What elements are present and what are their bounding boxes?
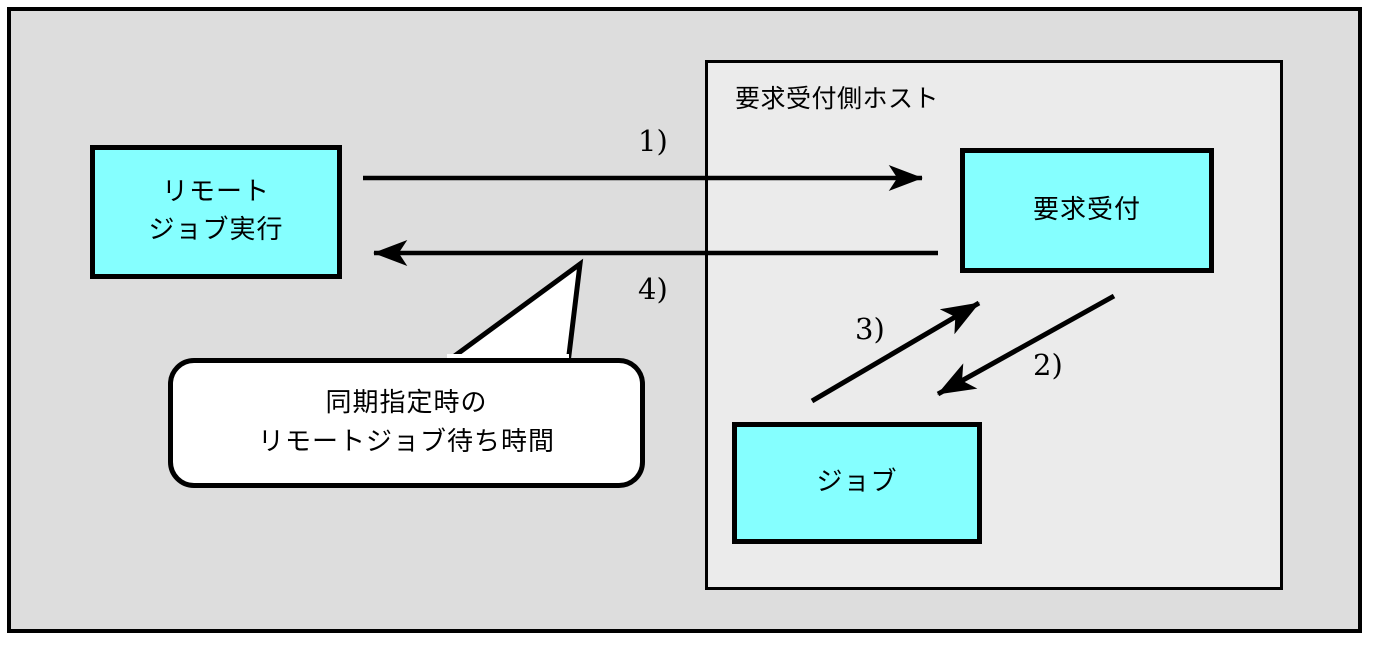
- callout-bubble: 同期指定時の リモートジョブ待ち時間: [168, 358, 645, 488]
- box-request-accept[interactable]: 要求受付: [960, 148, 1214, 273]
- callout-bubble-text: 同期指定時の リモートジョブ待ち時間: [258, 384, 555, 462]
- box-remote-job[interactable]: リモート ジョブ実行: [90, 145, 342, 279]
- step-label-1: 1): [638, 124, 668, 158]
- host-container-label: 要求受付側ホスト: [735, 84, 940, 113]
- box-remote-job-line2: ジョブ実行: [148, 215, 284, 245]
- step-label-2: 2): [1033, 348, 1063, 382]
- step-label-4: 4): [638, 272, 668, 306]
- box-remote-job-line1: リモート: [161, 177, 270, 208]
- box-remote-job-label: リモート ジョブ実行: [148, 174, 283, 249]
- box-job[interactable]: ジョブ: [732, 422, 982, 544]
- step-label-3: 3): [855, 312, 885, 346]
- callout-line2: リモートジョブ待ち時間: [257, 427, 555, 457]
- callout-line1: 同期指定時の: [325, 388, 488, 418]
